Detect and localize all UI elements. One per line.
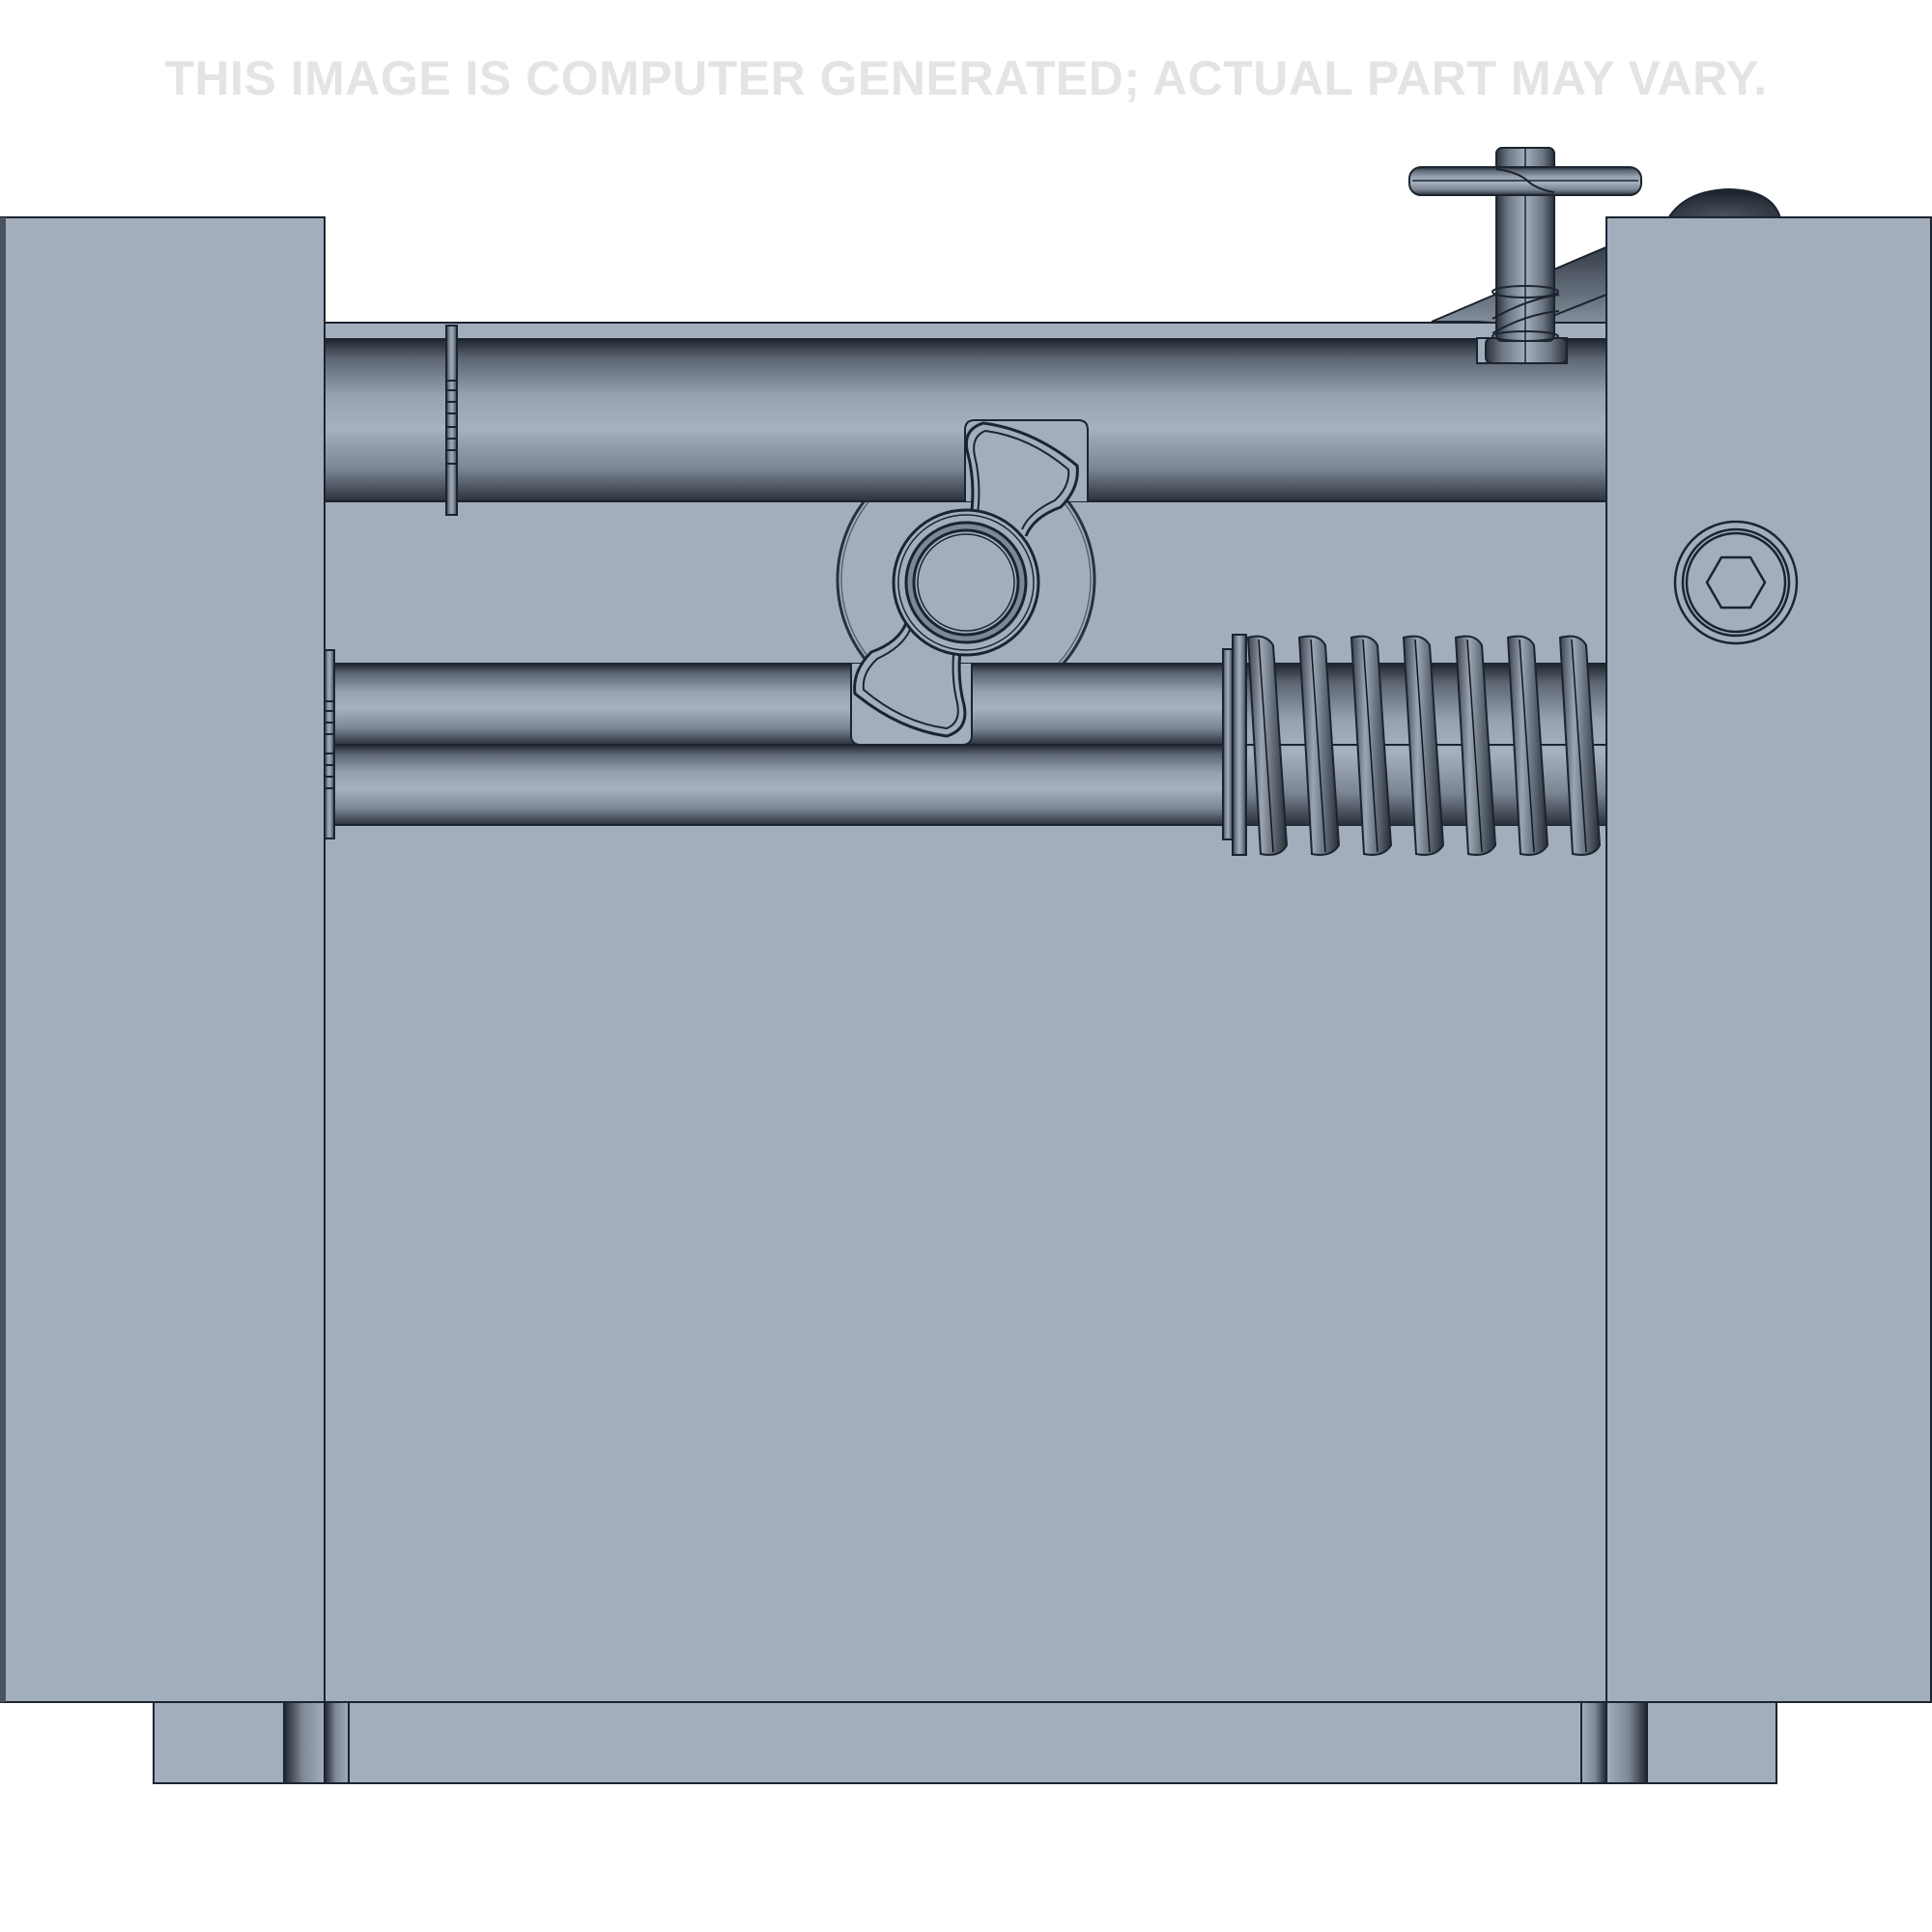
left-end-block: [0, 216, 326, 1703]
upper-rod-washer: [445, 325, 458, 516]
lower-rod-left-washer: [324, 649, 335, 839]
spring-retainer-small: [1222, 648, 1234, 840]
compression-spring: [1222, 634, 1606, 856]
t-handle-plunger: [1408, 147, 1642, 364]
right-dowel: [1580, 1701, 1607, 1784]
lower-guide-rods: [324, 649, 1606, 839]
watermark-disclaimer: THIS IMAGE IS COMPUTER GENERATED; ACTUAL…: [164, 51, 1768, 105]
socket-head-cap-screw-icon: [1673, 520, 1799, 645]
left-dowel: [283, 1701, 326, 1784]
spring-retainer-washer: [1232, 634, 1247, 856]
wing-nut: [853, 421, 1079, 738]
right-end-block: [1605, 216, 1932, 1703]
base-plate: [153, 1701, 1777, 1784]
